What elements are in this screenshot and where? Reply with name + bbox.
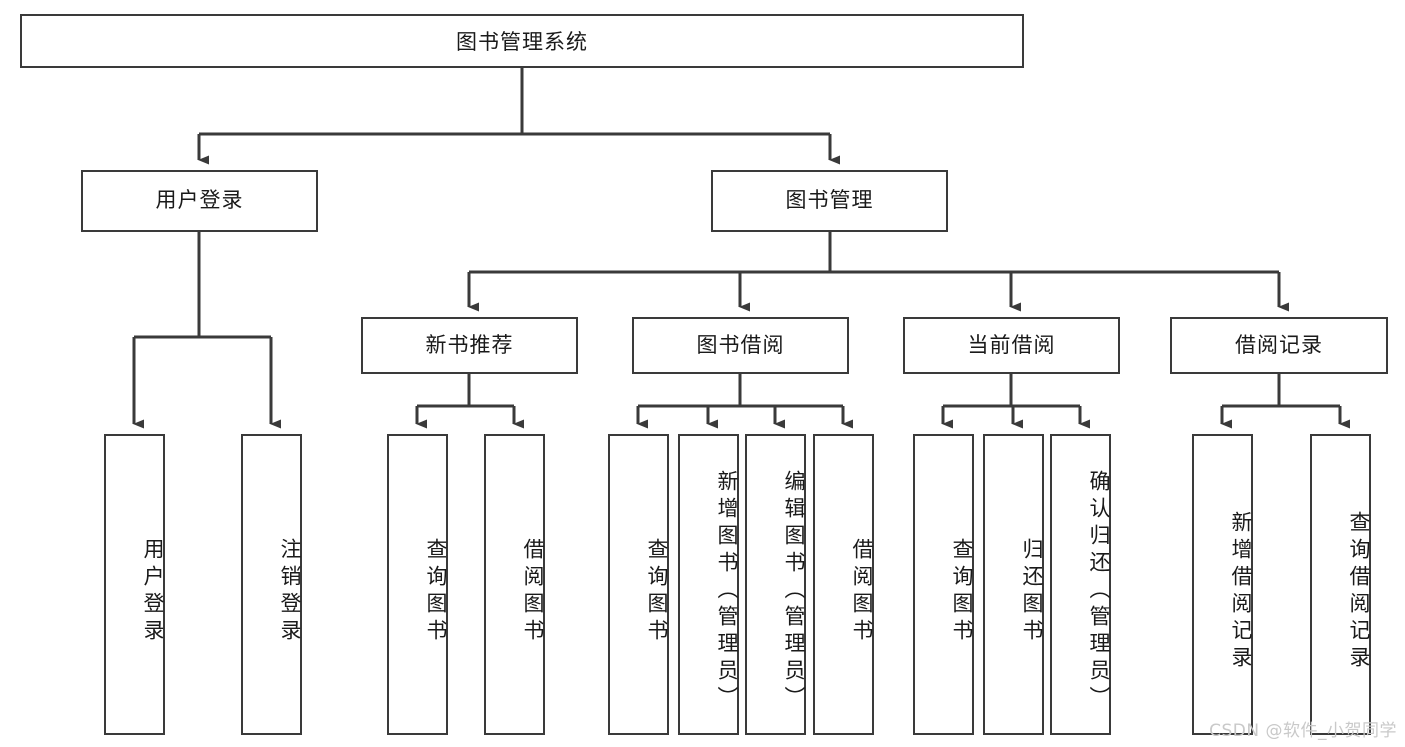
node-book-management[interactable]: 图书管理 xyxy=(711,170,948,232)
leaf-query-borrow-record-label: 查询借阅记录 xyxy=(1347,510,1371,673)
node-book-borrow-label: 图书借阅 xyxy=(696,332,785,357)
node-borrow-record-label: 借阅记录 xyxy=(1235,332,1323,357)
leaf-edit-book-admin-label: 编辑图书（管理员） xyxy=(782,470,806,713)
node-current-borrow[interactable]: 当前借阅 xyxy=(903,317,1120,374)
watermark: CSDN @软件_小贺同学 xyxy=(1209,721,1397,741)
leaf-query-book-newbook[interactable]: 查询图书 xyxy=(387,434,448,735)
node-borrow-record[interactable]: 借阅记录 xyxy=(1170,317,1388,374)
leaf-confirm-return-admin[interactable]: 确认归还（管理员） xyxy=(1050,434,1111,735)
node-user-login[interactable]: 用户登录 xyxy=(81,170,318,232)
node-new-book-recommend-label: 新书推荐 xyxy=(425,332,514,357)
leaf-query-book-current[interactable]: 查询图书 xyxy=(913,434,974,735)
leaf-query-book-newbook-label: 查询图书 xyxy=(424,537,448,646)
leaf-user-login-label: 用户登录 xyxy=(141,537,165,646)
node-new-book-recommend[interactable]: 新书推荐 xyxy=(361,317,578,374)
leaf-add-book-admin[interactable]: 新增图书（管理员） xyxy=(678,434,739,735)
leaf-borrow-book-label: 借阅图书 xyxy=(850,537,874,646)
node-root-label: 图书管理系统 xyxy=(456,30,588,54)
leaf-confirm-return-admin-label: 确认归还（管理员） xyxy=(1087,470,1111,713)
leaf-add-borrow-record[interactable]: 新增借阅记录 xyxy=(1192,434,1253,735)
leaf-logout-label: 注销登录 xyxy=(278,537,302,646)
leaf-borrow-book-newbook[interactable]: 借阅图书 xyxy=(484,434,545,735)
leaf-query-borrow-record[interactable]: 查询借阅记录 xyxy=(1310,434,1371,735)
leaf-query-book-borrow-label: 查询图书 xyxy=(645,537,669,646)
leaf-logout[interactable]: 注销登录 xyxy=(241,434,302,735)
node-book-borrow[interactable]: 图书借阅 xyxy=(632,317,849,374)
node-current-borrow-label: 当前借阅 xyxy=(967,332,1056,357)
leaf-user-login[interactable]: 用户登录 xyxy=(104,434,165,735)
leaf-edit-book-admin[interactable]: 编辑图书（管理员） xyxy=(745,434,806,735)
node-root-system[interactable]: 图书管理系统 xyxy=(20,14,1024,68)
leaf-borrow-book-newbook-label: 借阅图书 xyxy=(521,537,545,646)
leaf-add-borrow-record-label: 新增借阅记录 xyxy=(1229,510,1253,673)
leaf-return-book-label: 归还图书 xyxy=(1020,537,1044,646)
leaf-query-book-current-label: 查询图书 xyxy=(950,537,974,646)
node-user-login-label: 用户登录 xyxy=(155,188,244,213)
leaf-borrow-book[interactable]: 借阅图书 xyxy=(813,434,874,735)
leaf-add-book-admin-label: 新增图书（管理员） xyxy=(715,470,739,713)
leaf-return-book[interactable]: 归还图书 xyxy=(983,434,1044,735)
leaf-query-book-borrow[interactable]: 查询图书 xyxy=(608,434,669,735)
node-book-management-label: 图书管理 xyxy=(785,188,874,213)
